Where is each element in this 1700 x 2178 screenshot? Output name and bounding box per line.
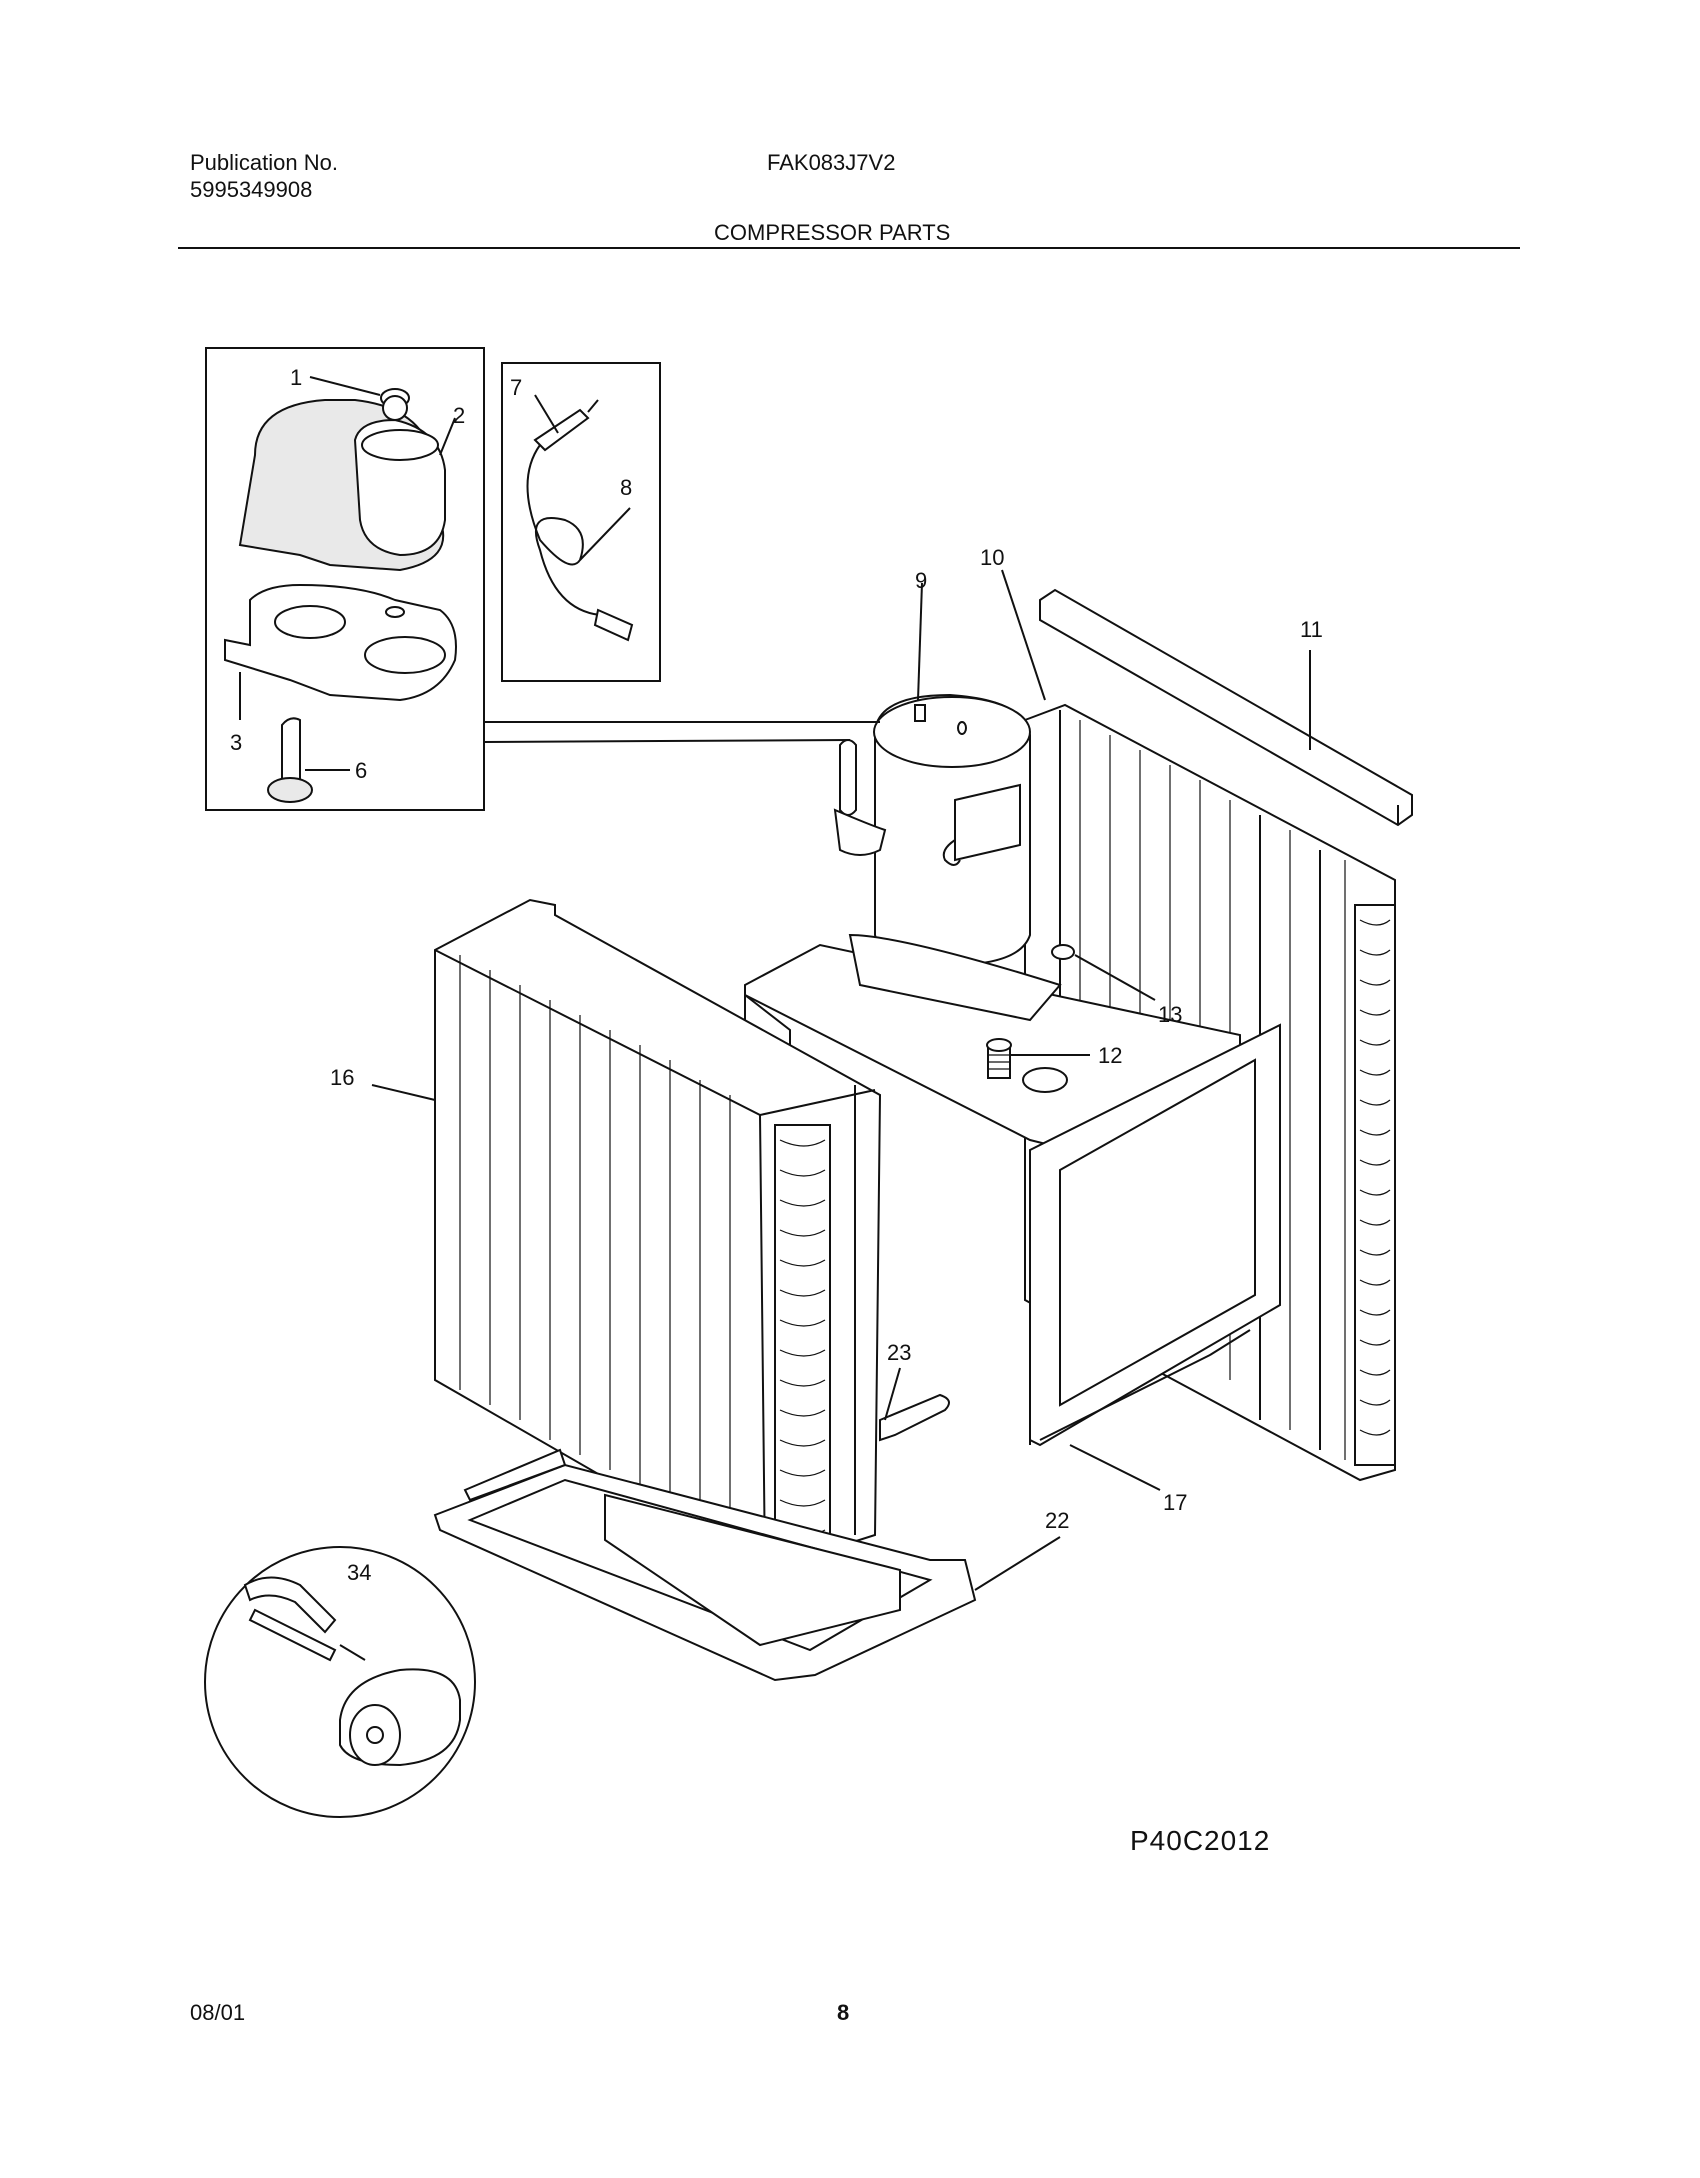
publication-number: 5995349908 <box>190 177 313 202</box>
callout-12: 10 <box>980 545 1004 570</box>
drain-tube <box>879 1393 950 1442</box>
callout-1: 9 <box>915 568 927 593</box>
callout-labels: 1 2 3 6 7 8 9 10 11 12 13 16 17 22 23 34 <box>230 365 1323 1585</box>
model-number: FAK083J7V2 <box>767 150 896 175</box>
callout-17: 7 <box>510 375 522 400</box>
diagram-code: P40C2012 <box>1130 1825 1270 1856</box>
callout-11: 16 <box>330 1065 354 1090</box>
leader-lines <box>239 376 1311 1591</box>
callout-23: 17 <box>1163 1490 1187 1515</box>
callout-22: 11 <box>1300 617 1323 642</box>
callout-2: 12 <box>1098 1043 1122 1068</box>
callout-3: 13 <box>1158 1002 1182 1027</box>
callout-10: 34 <box>347 1560 371 1585</box>
publication-label: Publication No. <box>190 150 338 175</box>
callout-9: 1 <box>290 365 302 390</box>
callout-16: 8 <box>620 475 632 500</box>
callout-8: 6 <box>355 758 367 783</box>
evaporator-coil-left <box>434 898 882 1572</box>
callout-13: 22 <box>1045 1508 1069 1533</box>
inset-cover-box <box>205 347 485 811</box>
inset-sensor-box <box>501 362 661 682</box>
base-pan <box>433 1448 977 1682</box>
callout-6: 3 <box>230 730 242 755</box>
footer-date: 08/01 <box>190 2000 246 2025</box>
callout-7: 2 <box>453 403 465 428</box>
compressor <box>833 693 1031 967</box>
mount-clip-inset <box>204 1546 476 1818</box>
header-rule <box>178 247 1520 249</box>
section-title: COMPRESSOR PARTS <box>714 220 951 245</box>
top-strip <box>1039 588 1413 827</box>
callout-34: 23 <box>887 1340 911 1365</box>
page-number: 8 <box>837 2000 850 2025</box>
mount-hardware <box>986 944 1075 1079</box>
